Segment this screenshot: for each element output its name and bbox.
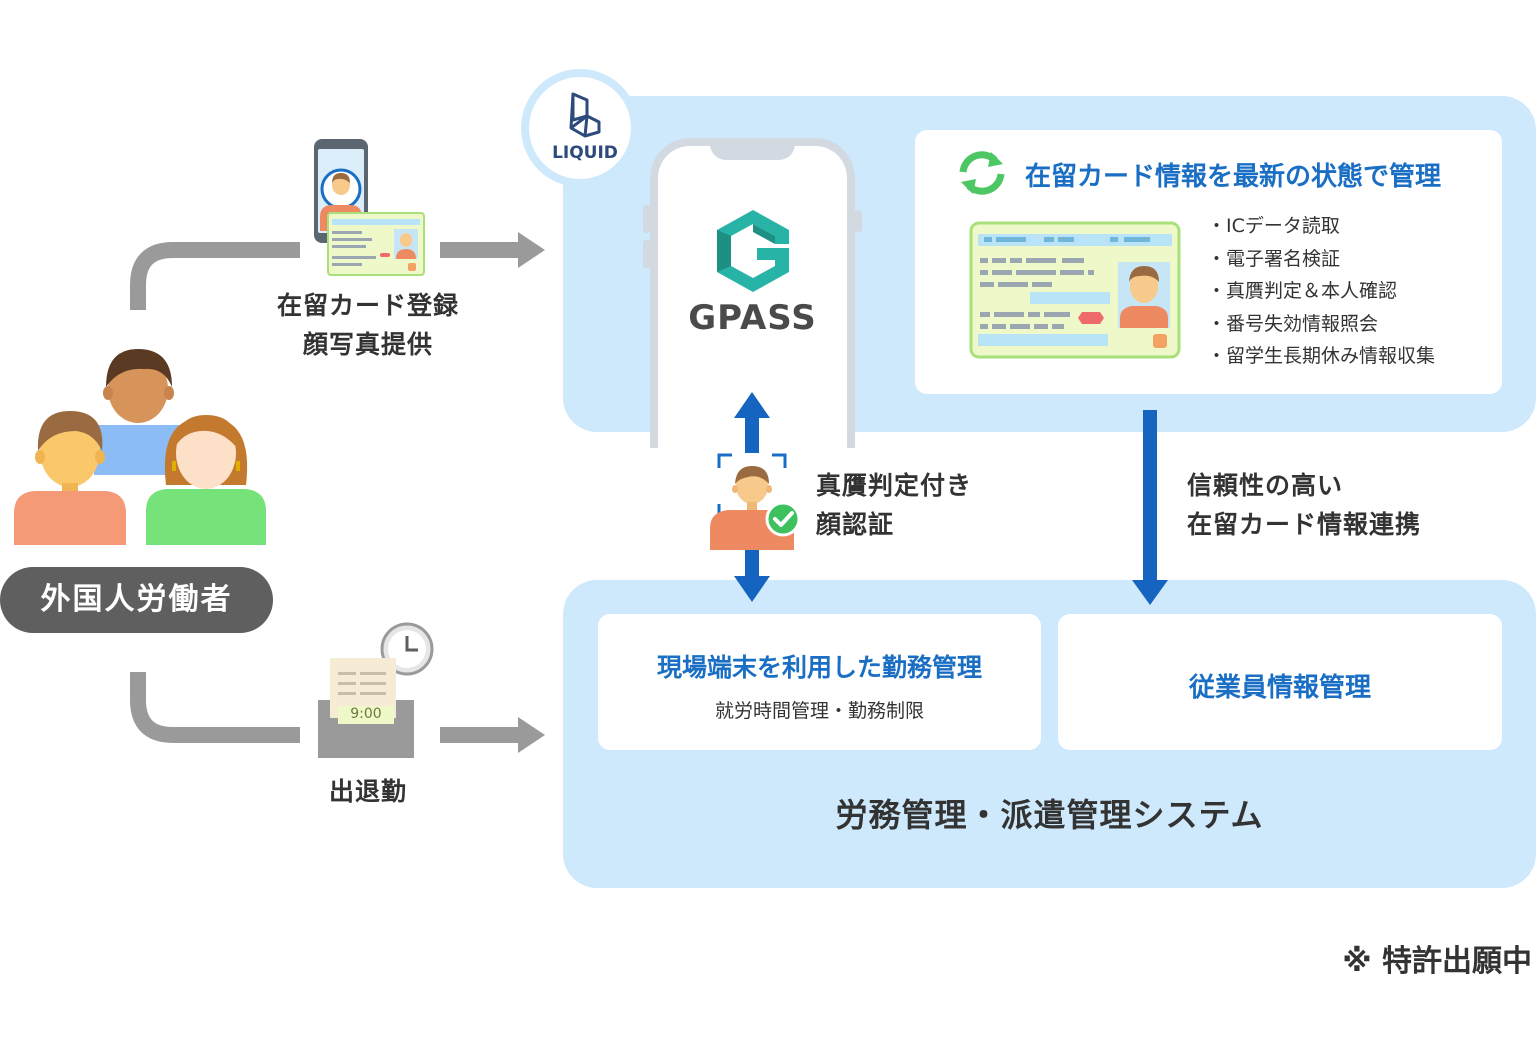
employee-card [1058, 614, 1502, 750]
residence-card-icon [969, 221, 1181, 359]
phone-side-button [643, 240, 651, 268]
workers-group-icon [14, 349, 266, 545]
gpass-logo-icon [717, 210, 789, 292]
attendance-card [598, 614, 1041, 750]
feature-item: ・電子署名検証 [1207, 247, 1341, 270]
sync-icon [959, 151, 1005, 195]
feature-item: ・番号失効情報照会 [1207, 312, 1379, 335]
attendance-card-subtitle: 就労時間管理・勤務制限 [714, 700, 924, 722]
phone-icon [314, 139, 425, 276]
employee-card-title: 従業員情報管理 [1188, 673, 1371, 703]
feature-list: ・ICデータ読取 ・電子署名検証 ・真贋判定＆本人確認 ・番号失効情報照会 ・留… [1207, 210, 1435, 373]
feature-item: ・真贋判定＆本人確認 [1207, 280, 1398, 302]
feature-item: ・留学生長期休み情報収集 [1207, 345, 1436, 367]
attendance-label: 出退勤 [328, 777, 407, 806]
attendance-card-title: 現場端末を利用した勤務管理 [656, 653, 982, 682]
feature-title: 在留カード情報を最新の状態で管理 [1025, 162, 1442, 192]
register-label-line2: 顔写真提供 [302, 330, 433, 359]
data-link-label: 信頼性の高い 在留カード情報連携 [1187, 466, 1421, 544]
liquid-logo-icon [569, 92, 601, 138]
check-icon [765, 501, 801, 537]
patent-note: ※ 特許出願中 [1342, 944, 1532, 979]
gpass-logo-text: GPASS [688, 298, 817, 338]
phone-notch [710, 138, 795, 160]
face-scan-icon [710, 453, 801, 550]
register-label-line1: 在留カード登録 [276, 291, 459, 320]
data-link-label-line1: 信頼性の高い [1187, 471, 1344, 500]
time-clock-icon [318, 622, 434, 758]
register-label: 在留カード登録 顔写真提供 [268, 286, 468, 364]
face-auth-label: 真贋判定付き 顔認証 [816, 466, 972, 544]
face-auth-label-line2: 顔認証 [816, 510, 895, 539]
liquid-logo-badge [521, 69, 639, 187]
data-link-label-line2: 在留カード情報連携 [1187, 510, 1422, 539]
clock-time-display: 9:00 [350, 706, 382, 722]
worker-badge: 外国人労働者 [0, 567, 273, 633]
system-title: 労務管理・派遣管理システム [835, 796, 1264, 834]
feature-item: ・ICデータ読取 [1207, 215, 1340, 237]
phone-side-button [854, 210, 862, 232]
phone-side-button [643, 205, 651, 233]
face-auth-label-line1: 真贋判定付き [816, 471, 973, 500]
liquid-logo-text: LIQUID [552, 143, 618, 163]
